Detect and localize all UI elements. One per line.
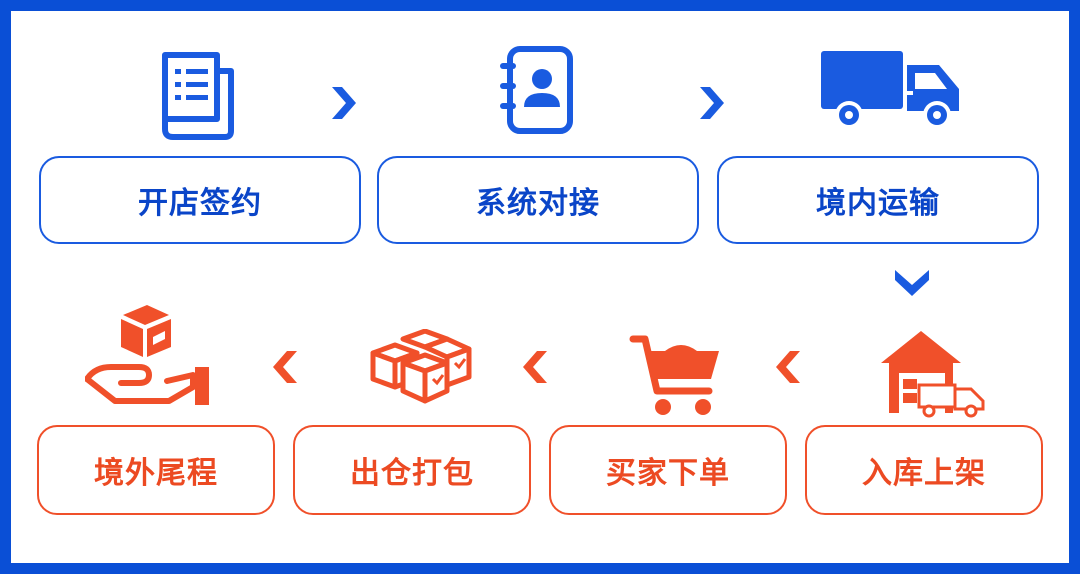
step-label-buyer-order: 买家下单 (606, 456, 730, 491)
step-box-warehousing: 入库上架 (805, 425, 1043, 515)
step-label-domestic-transport: 境内运输 (816, 186, 940, 221)
arrow-right-1 (332, 87, 356, 119)
shopping-cart-icon (629, 335, 719, 415)
step-box-store-signing: 开店签约 (39, 156, 361, 244)
step-box-buyer-order: 买家下单 (549, 425, 787, 515)
step-box-outbound-packing: 出仓打包 (293, 425, 531, 515)
arrow-left-1 (776, 351, 800, 383)
arrow-down (895, 270, 929, 296)
truck-icon (821, 51, 959, 129)
step-box-system-integration: 系统对接 (377, 156, 699, 244)
step-box-domestic-transport: 境内运输 (717, 156, 1039, 244)
step-label-store-signing: 开店签约 (138, 186, 262, 221)
boxes-stack-icon (370, 329, 472, 404)
step-label-outbound-packing: 出仓打包 (350, 456, 474, 491)
step-label-system-integration: 系统对接 (476, 186, 600, 221)
arrow-right-2 (700, 87, 724, 119)
arrow-left-2 (523, 351, 547, 383)
step-label-overseas-last-mile: 境外尾程 (94, 456, 218, 491)
step-box-overseas-last-mile: 境外尾程 (37, 425, 275, 515)
hand-package-icon (85, 305, 209, 405)
document-list-icon (162, 52, 234, 140)
arrow-left-3 (273, 351, 297, 383)
warehouse-icon (881, 331, 985, 418)
step-label-warehousing: 入库上架 (862, 456, 986, 491)
contact-book-icon (500, 46, 573, 134)
